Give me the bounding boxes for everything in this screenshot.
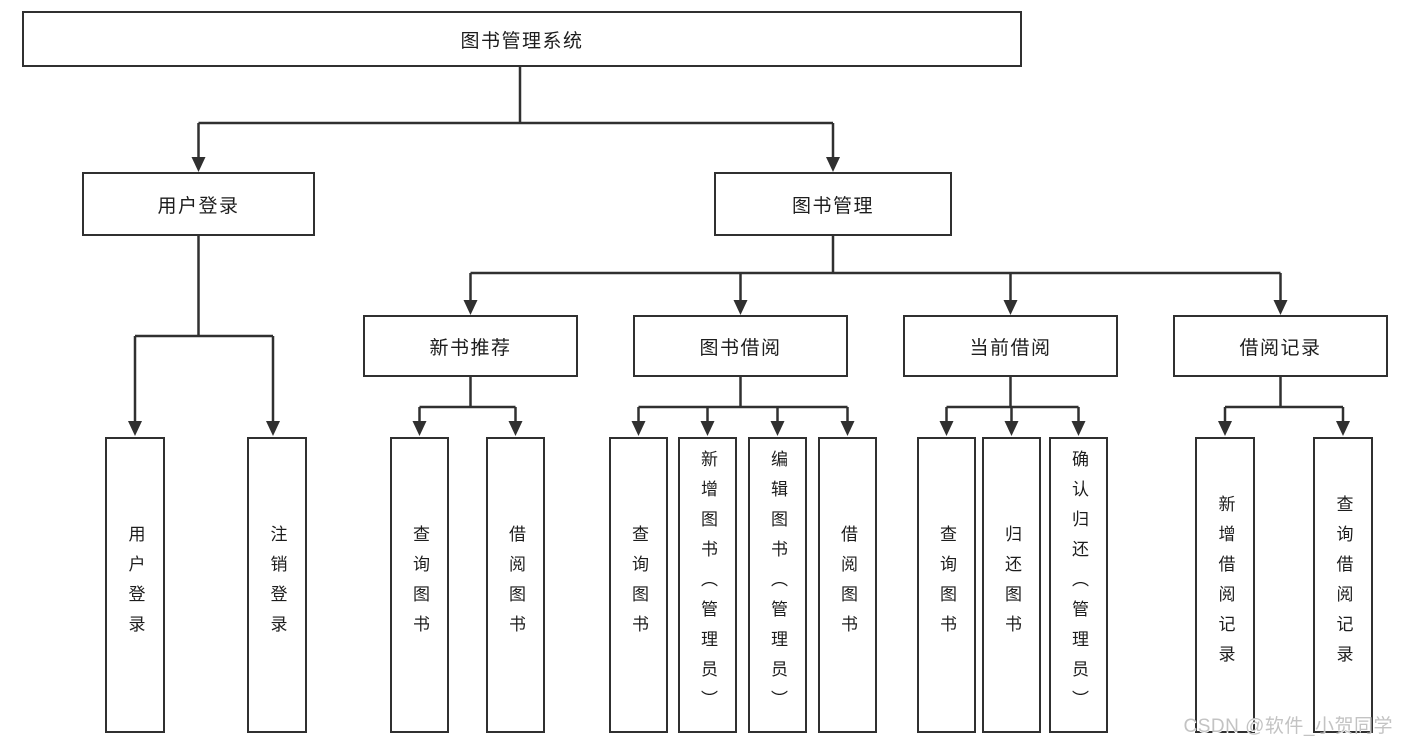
leaf-borrow-add-books-admin-label: 新增图书（管理员） — [698, 450, 717, 720]
node-library-system-label: 图书管理系统 — [460, 30, 584, 52]
arrow-down-icon — [700, 421, 715, 436]
node-borrow-records: 借阅记录 — [1173, 315, 1388, 377]
node-book-management: 图书管理 — [714, 172, 952, 236]
arrow-down-icon — [733, 300, 748, 315]
node-new-book-recommend: 新书推荐 — [363, 315, 578, 377]
arrow-down-icon — [463, 300, 478, 315]
arrow-down-icon — [508, 421, 523, 436]
connector-borrowrecords-to-leaves — [1223, 377, 1345, 422]
node-current-borrow: 当前借阅 — [903, 315, 1118, 377]
leaf-borrow-query-books-label: 查询图书 — [629, 525, 648, 645]
arrow-down-icon — [631, 421, 646, 436]
arrow-down-icon — [128, 421, 142, 436]
arrow-down-icon — [840, 421, 855, 436]
arrow-down-icon — [826, 157, 840, 172]
connector-userlogin-to-leaves — [133, 236, 275, 422]
leaf-logout: 注销登录 — [247, 437, 307, 733]
leaf-records-add-record: 新增借阅记录 — [1195, 437, 1255, 733]
arrow-down-icon — [1003, 300, 1018, 315]
node-book-borrow: 图书借阅 — [633, 315, 848, 377]
leaf-recommend-query-books: 查询图书 — [390, 437, 449, 733]
leaf-current-query-books-label: 查询图书 — [937, 525, 956, 645]
arrow-down-icon — [770, 421, 785, 436]
leaf-recommend-borrow-books-label: 借阅图书 — [506, 525, 525, 645]
leaf-recommend-query-books-label: 查询图书 — [410, 525, 429, 645]
csdn-watermark: CSDN @软件_小贺同学 — [1183, 716, 1393, 737]
arrow-down-icon — [1071, 421, 1086, 436]
leaf-current-return-books: 归还图书 — [982, 437, 1041, 733]
node-library-system: 图书管理系统 — [22, 11, 1022, 67]
arrow-down-icon — [1273, 300, 1288, 315]
connector-root-to-level2 — [197, 67, 835, 158]
connector-newbookrec-to-leaves — [418, 377, 517, 422]
leaf-current-return-books-label: 归还图书 — [1002, 525, 1021, 645]
node-user-login-label: 用户登录 — [157, 195, 240, 217]
leaf-current-query-books: 查询图书 — [917, 437, 976, 733]
connector-bookborrow-to-leaves — [637, 377, 849, 422]
leaf-borrow-edit-books-admin: 编辑图书（管理员） — [748, 437, 807, 733]
leaf-records-query-record-label: 查询借阅记录 — [1333, 495, 1353, 675]
connector-currentborrow-to-leaves — [945, 377, 1080, 422]
leaf-records-add-record-label: 新增借阅记录 — [1215, 495, 1235, 675]
node-user-login: 用户登录 — [82, 172, 315, 236]
node-book-management-label: 图书管理 — [791, 195, 874, 217]
leaf-user-login: 用户登录 — [105, 437, 165, 733]
leaf-logout-label: 注销登录 — [267, 525, 287, 645]
leaf-borrow-edit-books-admin-label: 编辑图书（管理员） — [768, 450, 787, 720]
node-borrow-records-label: 借阅记录 — [1239, 337, 1322, 359]
leaf-borrow-add-books-admin: 新增图书（管理员） — [678, 437, 737, 733]
arrow-down-icon — [939, 421, 954, 436]
leaf-recommend-borrow-books: 借阅图书 — [486, 437, 545, 733]
leaf-records-query-record: 查询借阅记录 — [1313, 437, 1373, 733]
leaf-current-confirm-return-admin-label: 确认归还（管理员） — [1069, 450, 1088, 720]
node-book-borrow-label: 图书借阅 — [699, 337, 782, 359]
arrow-down-icon — [412, 421, 427, 436]
leaf-current-confirm-return-admin: 确认归还（管理员） — [1049, 437, 1108, 733]
node-current-borrow-label: 当前借阅 — [969, 337, 1052, 359]
arrow-down-icon — [1218, 421, 1232, 436]
leaf-borrow-borrow-books: 借阅图书 — [818, 437, 877, 733]
connector-bookmgmt-to-level3 — [469, 236, 1282, 301]
leaf-borrow-borrow-books-label: 借阅图书 — [838, 525, 857, 645]
leaf-user-login-label: 用户登录 — [125, 525, 145, 645]
arrow-down-icon — [266, 421, 280, 436]
leaf-borrow-query-books: 查询图书 — [609, 437, 668, 733]
node-new-book-recommend-label: 新书推荐 — [429, 337, 512, 359]
arrow-down-icon — [1336, 421, 1350, 436]
arrow-down-icon — [1004, 421, 1019, 436]
arrow-down-icon — [191, 157, 206, 172]
